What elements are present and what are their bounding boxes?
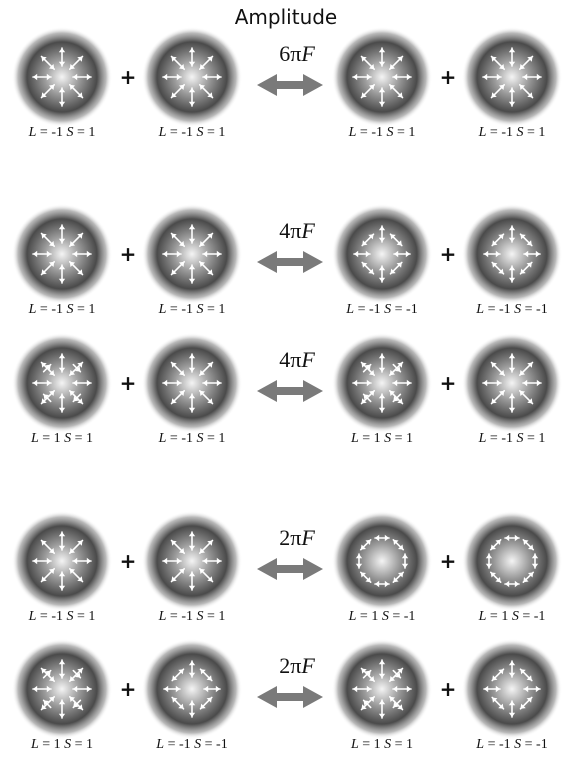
phase-factor-label: 6πF (279, 41, 315, 66)
beam-mode-label: L = 1 S = 1 (30, 431, 93, 446)
beam-mode: L = -1 S = 1 (142, 511, 242, 624)
beam-mode: L = -1 S = 1 (332, 27, 432, 140)
beam-row: L = -1 S = 1 L = -1 S = 1 L = -1 S = -1 L =… (12, 204, 562, 317)
beam-intensity-spot (142, 204, 242, 304)
beam-mode-label: L = -1 S = 1 (348, 125, 416, 140)
beam-mode-label: L = -1 S = 1 (478, 125, 546, 140)
beam-intensity-spot (462, 511, 562, 611)
beam-mode-label: L = -1 S = 1 (158, 302, 226, 317)
beam-intensity-spot (332, 204, 432, 304)
beam-mode-label: L = 1 S = 1 (350, 737, 413, 752)
beam-intensity-spot (462, 333, 562, 433)
phase-factor-label: 2πF (279, 653, 315, 678)
phase-factor-label: 4πF (279, 218, 315, 243)
plus-sign: + (440, 549, 457, 573)
beam-mode-label: L = -1 S = -1 (155, 737, 227, 752)
beam-row: L = 1 S = 1 L = -1 S = 1 L = 1 S = 1 L = -1… (12, 333, 562, 446)
beam-mode-label: L = 1 S = -1 (348, 609, 416, 624)
beam-intensity-spot (12, 639, 112, 739)
beam-row: L = -1 S = 1 L = -1 S = 1 L = -1 S = 1 L = … (12, 27, 562, 140)
plus-sign: + (440, 65, 457, 89)
double-arrow-icon (257, 380, 323, 402)
beam-mode: L = -1 S = 1 (12, 204, 112, 317)
beam-mode: L = -1 S = 1 (12, 27, 112, 140)
double-arrow-icon (257, 251, 323, 273)
beam-mode-label: L = -1 S = -1 (345, 302, 417, 317)
plus-sign: + (440, 371, 457, 395)
beam-intensity-spot (332, 333, 432, 433)
plus-sign: + (120, 371, 137, 395)
beam-row: L = 1 S = 1 L = -1 S = -1 L = 1 S = 1 L = -… (12, 639, 562, 752)
beam-combination-rows: L = -1 S = 1L = -1 S = 1L = -1 S = 1L = … (12, 27, 562, 752)
beam-intensity-spot (462, 639, 562, 739)
beam-mode-label: L = -1 S = 1 (158, 125, 226, 140)
beam-mode: L = 1 S = -1 (332, 511, 432, 624)
beam-mode-label: L = 1 S = 1 (30, 737, 93, 752)
beam-mode-label: L = 1 S = 1 (350, 431, 413, 446)
beam-intensity-spot (142, 333, 242, 433)
beam-row: L = -1 S = 1 L = -1 S = 1 L = 1 S = -1 L = … (12, 511, 562, 624)
beam-intensity-spot (332, 511, 432, 611)
beam-mode: L = -1 S = 1 (142, 333, 242, 446)
beam-mode-label: L = -1 S = 1 (28, 125, 96, 140)
beam-intensity-spot (12, 333, 112, 433)
beam-intensity-spot (332, 27, 432, 127)
beam-mode: L = -1 S = -1 (332, 204, 432, 317)
beam-intensity-spot (332, 639, 432, 739)
plus-sign: + (440, 677, 457, 701)
beam-mode: L = -1 S = 1 (142, 27, 242, 140)
beam-intensity-spot (12, 27, 112, 127)
plus-sign: + (120, 549, 137, 573)
beam-mode-label: L = 1 S = -1 (478, 609, 546, 624)
beam-mode: L = 1 S = 1 (12, 639, 112, 752)
beam-mode: L = 1 S = 1 (12, 333, 112, 446)
beam-intensity-spot (12, 511, 112, 611)
beam-mode: L = -1 S = 1 (142, 204, 242, 317)
beam-mode-label: L = -1 S = -1 (475, 737, 547, 752)
plus-sign: + (120, 677, 137, 701)
phase-factor-label: 2πF (279, 525, 315, 550)
beam-mode: L = 1 S = 1 (332, 639, 432, 752)
plus-sign: + (120, 242, 137, 266)
beam-mode-label: L = -1 S = 1 (158, 431, 226, 446)
beam-mode: L = -1 S = -1 (462, 204, 562, 317)
beam-mode: L = 1 S = -1 (462, 511, 562, 624)
beam-mode: L = -1 S = 1 (12, 511, 112, 624)
beam-intensity-spot (142, 639, 242, 739)
beam-mode-label: L = -1 S = 1 (28, 609, 96, 624)
beam-mode-label: L = -1 S = -1 (475, 302, 547, 317)
beam-intensity-spot (142, 27, 242, 127)
double-arrow-icon (257, 686, 323, 708)
beam-mode-label: L = -1 S = 1 (478, 431, 546, 446)
beam-intensity-spot (142, 511, 242, 611)
beam-mode: L = -1 S = -1 (142, 639, 242, 752)
double-arrow-icon (257, 558, 323, 580)
phase-factor-label: 4πF (279, 347, 315, 372)
plus-sign: + (440, 242, 457, 266)
double-arrow-icon (257, 74, 323, 96)
diagram-title: Amplitude (235, 5, 338, 29)
beam-mode: L = -1 S = -1 (462, 639, 562, 752)
beam-mode-label: L = -1 S = 1 (158, 609, 226, 624)
beam-mode-label: L = -1 S = 1 (28, 302, 96, 317)
beam-intensity-spot (12, 204, 112, 304)
beam-mode: L = -1 S = 1 (462, 27, 562, 140)
beam-intensity-spot (462, 27, 562, 127)
beam-mode: L = -1 S = 1 (462, 333, 562, 446)
beam-intensity-spot (462, 204, 562, 304)
beam-mode: L = 1 S = 1 (332, 333, 432, 446)
plus-sign: + (120, 65, 137, 89)
